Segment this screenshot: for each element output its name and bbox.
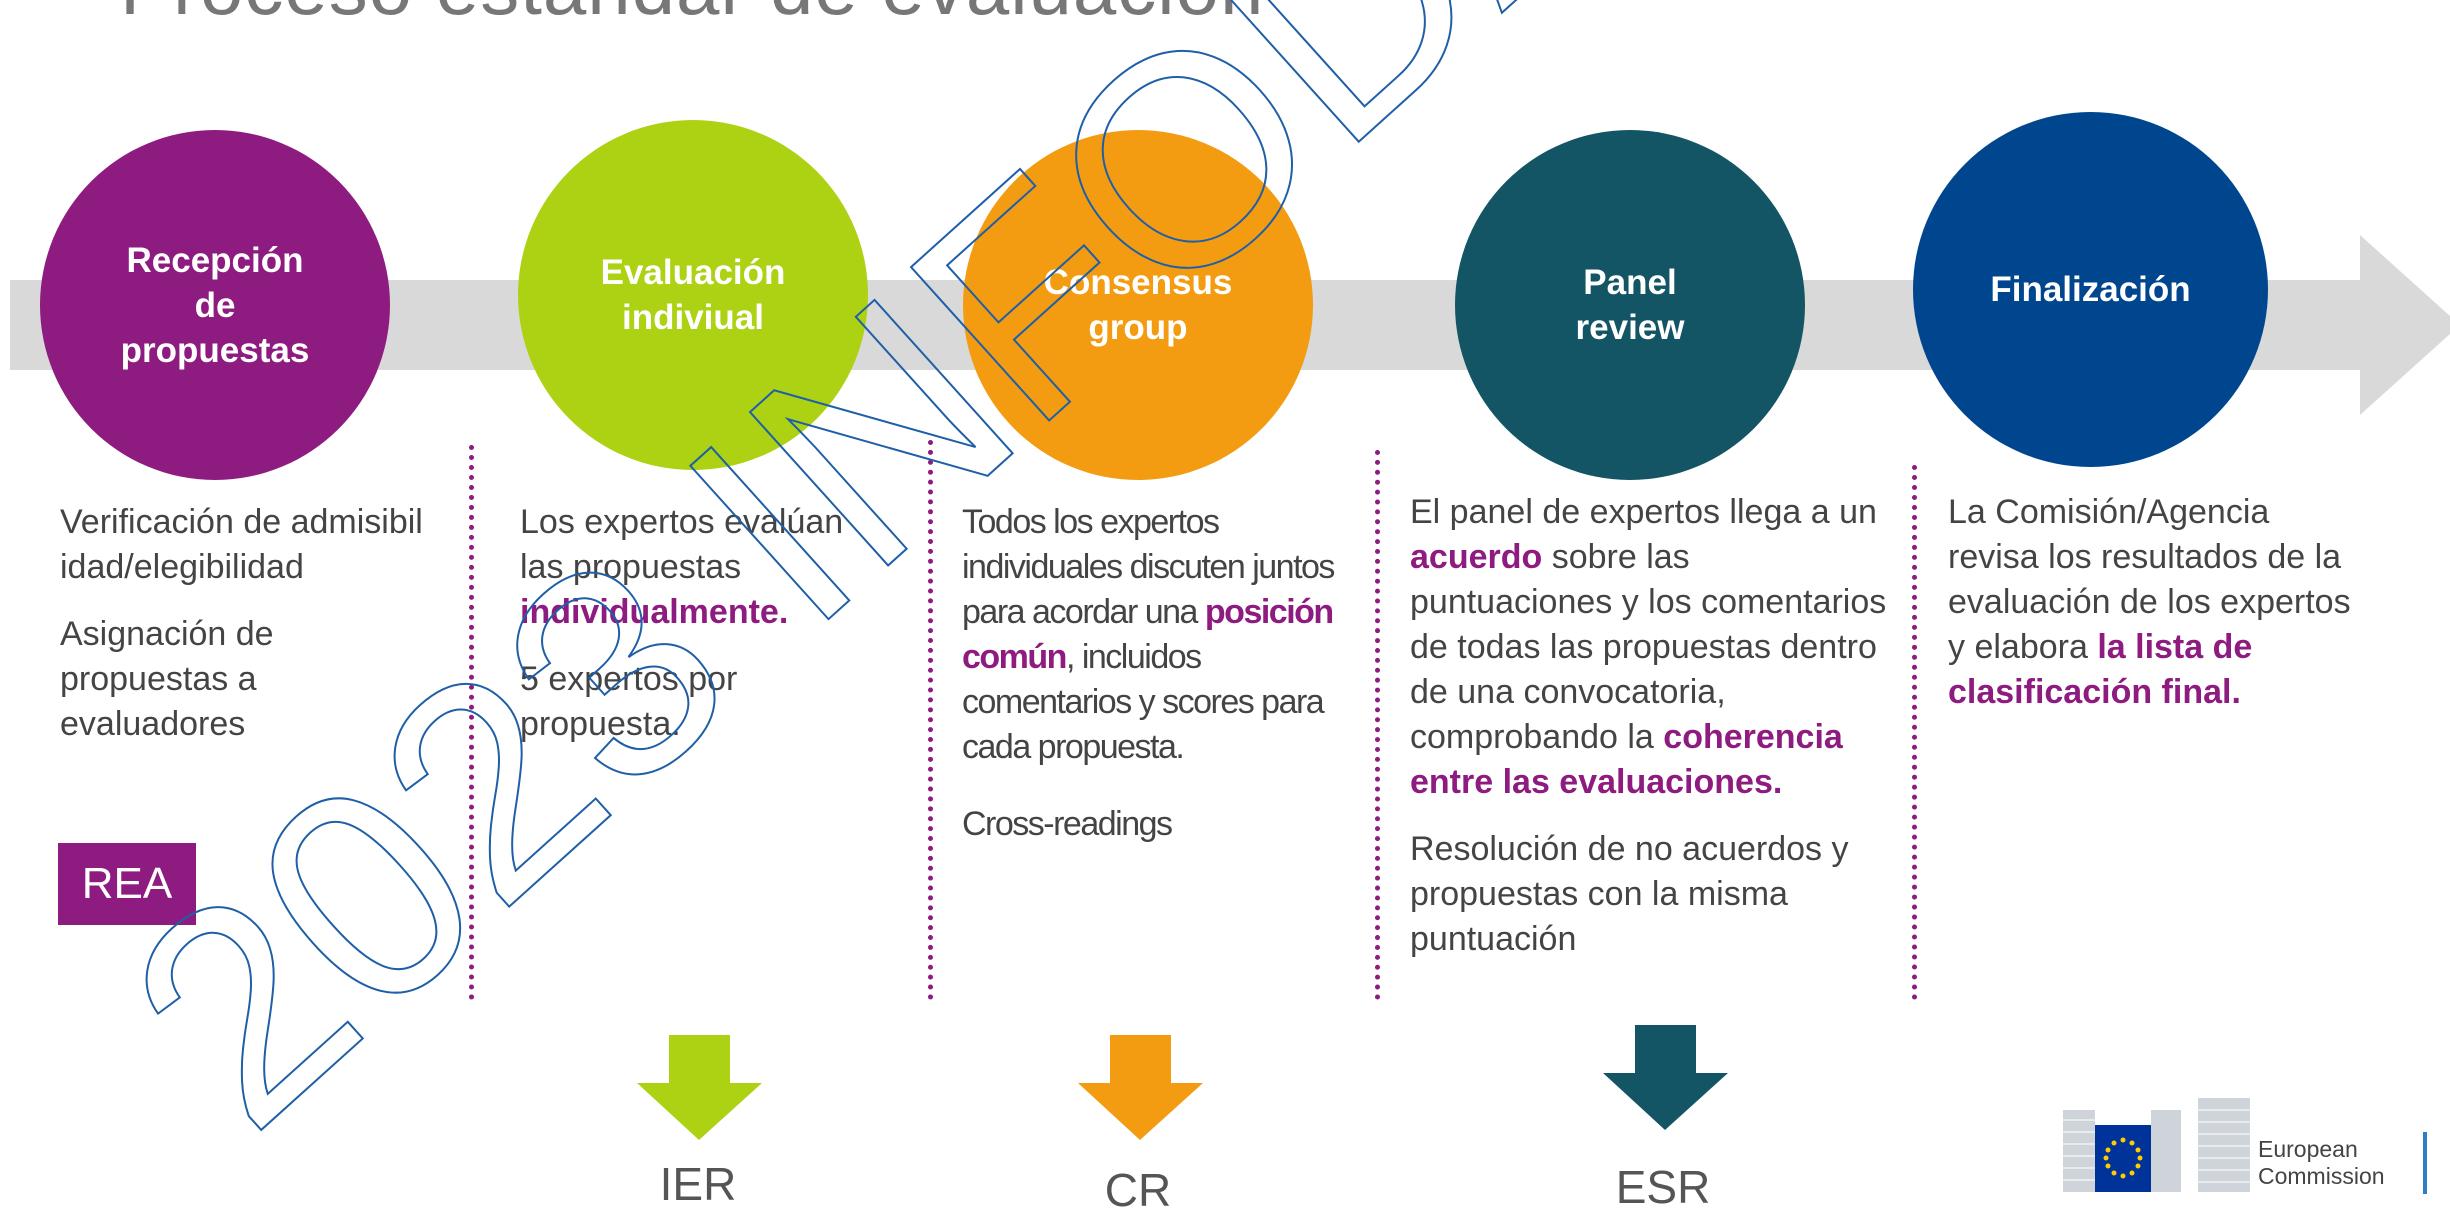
column-separator: [928, 440, 933, 1000]
european-commission-logo: European Commission: [2058, 1080, 2438, 1205]
stage-description-finalizacion: La Comisión/Agencia revisa los resultado…: [1948, 490, 2358, 737]
arrow-down-icon: [637, 1035, 762, 1140]
stage-label: Evaluación indiviual: [600, 253, 786, 337]
stage-description-panel: El panel de expertos llega a un acuerdo …: [1410, 490, 1900, 984]
stage-label: Consensus group: [1043, 263, 1233, 347]
stage-circle-consensus: Consensus group: [963, 130, 1313, 480]
arrow-down-icon: [1078, 1035, 1203, 1140]
text-run: El panel de expertos llega a un: [1410, 493, 1877, 531]
rea-badge: REA: [58, 843, 196, 925]
description-text: El panel de expertos llega a un acuerdo …: [1410, 490, 1900, 805]
output-label-ier: IER: [659, 1158, 737, 1210]
highlight-text: la lista de clasificación final.: [1948, 628, 2253, 711]
stage-description-evaluacion: Los expertos evalúan las propuestas indi…: [520, 500, 890, 769]
text-run: sobre las puntuaciones y los comentarios…: [1410, 538, 1887, 756]
description-text: Verificación de admisibilidad/elegibilid…: [60, 503, 423, 586]
highlight-text: posición común: [962, 593, 1334, 676]
description-text: Resolución de no acuerdos y propuestas c…: [1410, 830, 1849, 958]
logo-accent-bar: [2423, 1132, 2427, 1194]
commission-building-icon: [2063, 1098, 2250, 1192]
timeline-arrowhead: [2360, 235, 2450, 415]
stage-circle-evaluacion: Evaluación indiviual: [518, 120, 868, 470]
description-text: Los expertos evalúan las propuestas indi…: [520, 500, 890, 635]
description-text: Todos los expertos individuales discuten…: [962, 500, 1357, 770]
stage-label: Finalización: [1990, 270, 2191, 309]
description-text: Asignación de propuestas a evaluadores: [60, 615, 274, 743]
stage-description-consensus: Todos los expertos individuales discuten…: [962, 500, 1357, 869]
column-separator: [469, 445, 474, 1000]
stage-circle-recepcion: Recepción de propuestas: [40, 130, 390, 480]
description-text: La Comisión/Agencia revisa los resultado…: [1948, 490, 2358, 715]
text-run: Los expertos evalúan las propuestas: [520, 503, 844, 586]
column-separator: [1375, 450, 1380, 1000]
stage-label: Recepción de propuestas: [120, 240, 310, 370]
commission-logo-text: European Commission: [2258, 1136, 2385, 1189]
highlight-text: individualmente.: [520, 593, 789, 631]
highlight-text: coherencia entre las evaluaciones.: [1410, 718, 1843, 801]
highlight-text: acuerdo: [1410, 538, 1543, 576]
stage-description-recepcion: Verificación de admisibilidad/elegibilid…: [60, 500, 428, 769]
column-separator: [1912, 465, 1917, 1000]
description-text: 5 expertos por propuesta.: [520, 660, 738, 743]
arrow-down-icon: [1603, 1025, 1728, 1130]
text-run: , incluidos comentarios y scores para ca…: [962, 638, 1325, 766]
text-run: La Comisión/Agencia revisa los resultado…: [1948, 493, 2351, 666]
watermark-text: 2023 INFODAY HE: [68, 0, 2193, 1188]
description-text: Cross-readings: [962, 805, 1173, 843]
text-run: Todos los expertos individuales discuten…: [962, 503, 1335, 631]
stage-circle-panel: Panel review: [1455, 130, 1805, 480]
page-title: Proceso estándar de evaluación: [120, 0, 1264, 33]
stage-label: Panel review: [1575, 263, 1685, 347]
output-label-esr: ESR: [1615, 1161, 1711, 1213]
stage-circle-finalizacion: Finalización: [1913, 112, 2268, 467]
